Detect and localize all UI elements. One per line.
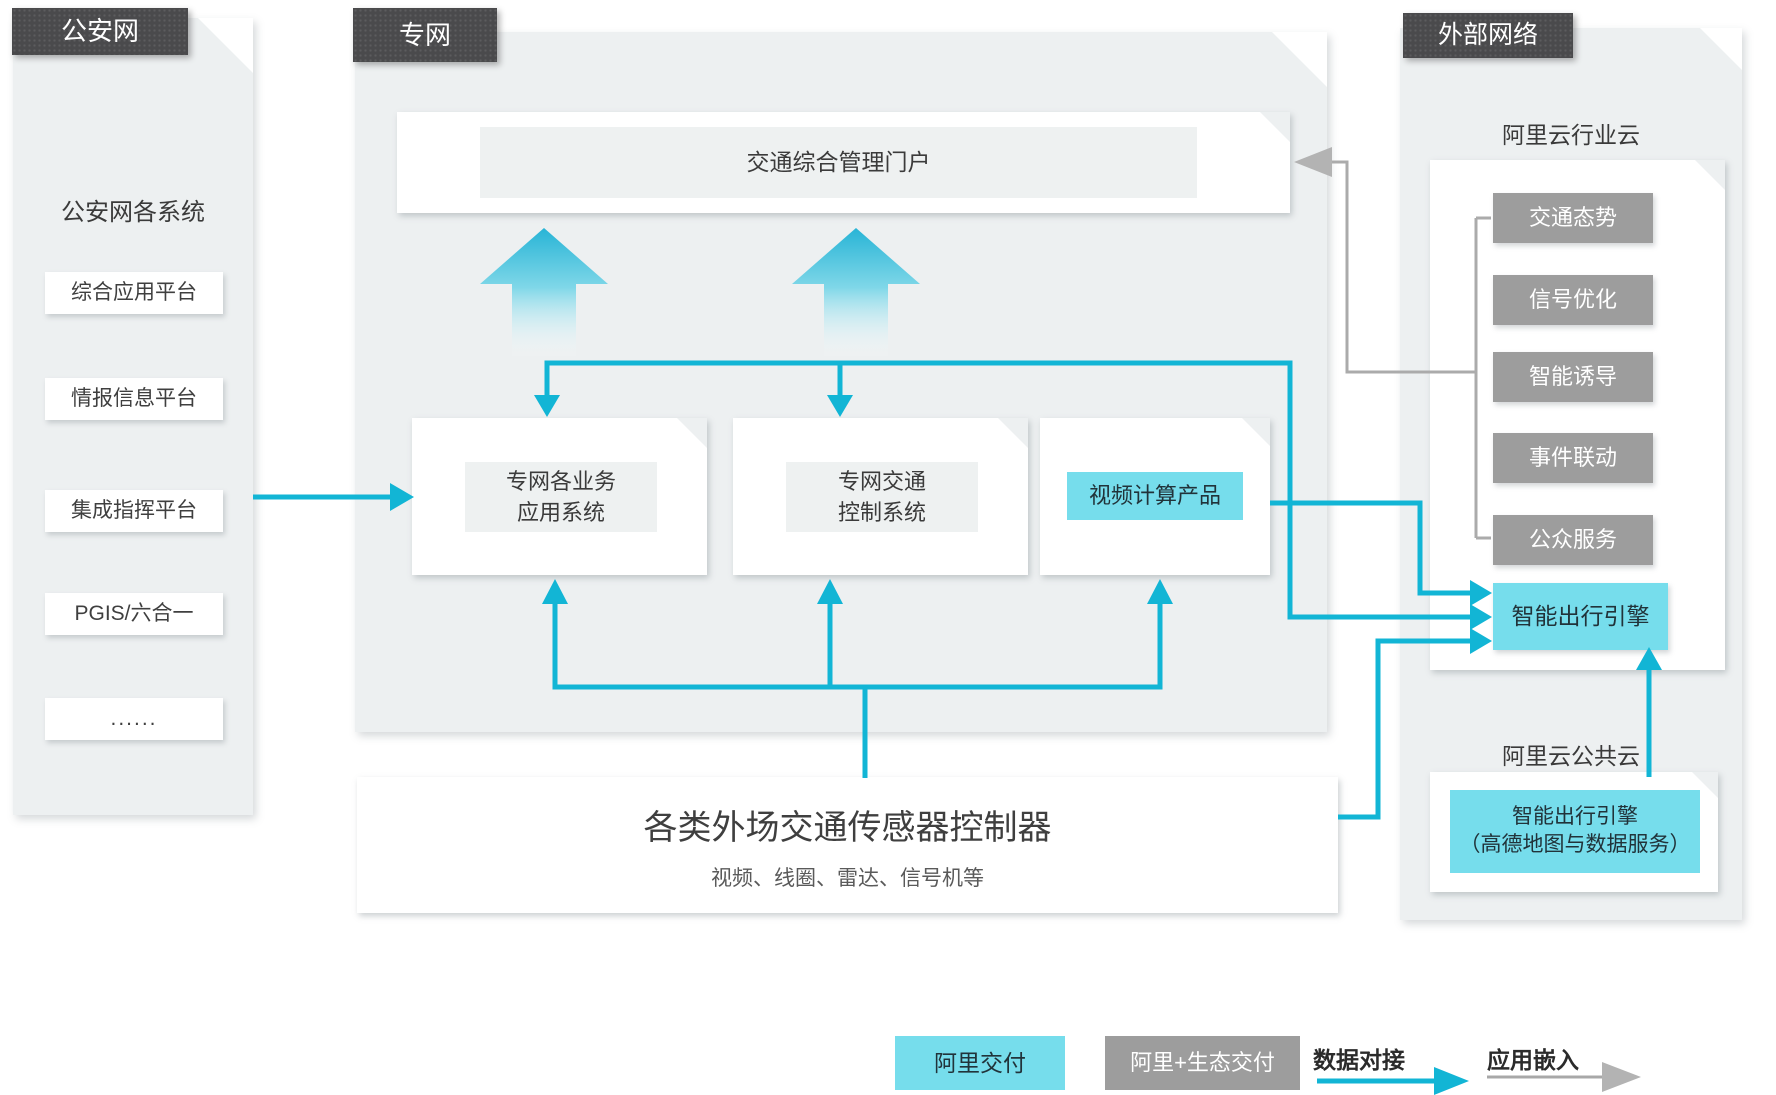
traffic-portal-label: 交通综合管理门户 bbox=[480, 127, 1197, 198]
police-item-integrated-command: 集成指挥平台 bbox=[45, 490, 223, 532]
video-computing-label: 视频计算产品 bbox=[1067, 472, 1243, 520]
tab-police-network: 公安网 bbox=[12, 8, 188, 55]
service-traffic-situation: 交通态势 bbox=[1493, 193, 1653, 243]
legend-app-embed-label: 应用嵌入 bbox=[1487, 1047, 1579, 1073]
gaode-engine-label: 智能出行引擎 （高德地图与数据服务） bbox=[1450, 790, 1700, 873]
legend-eco-delivery: 阿里+生态交付 bbox=[1105, 1036, 1300, 1090]
industry-cloud-label: 阿里云行业云 bbox=[1502, 122, 1640, 148]
private-business-systems-label: 专网各业务 应用系统 bbox=[465, 462, 657, 532]
field-sensors-card bbox=[357, 777, 1338, 913]
public-cloud-label: 阿里云公共云 bbox=[1502, 743, 1640, 769]
legend-data-link-label: 数据对接 bbox=[1313, 1047, 1405, 1073]
service-public-service: 公众服务 bbox=[1493, 515, 1653, 565]
police-systems-title: 公安网各系统 bbox=[61, 199, 205, 226]
police-item-intelligence-info: 情报信息平台 bbox=[45, 378, 223, 420]
service-signal-optimization: 信号优化 bbox=[1493, 275, 1653, 325]
tab-external-network: 外部网络 bbox=[1403, 13, 1573, 58]
tab-private-network: 专网 bbox=[353, 8, 497, 62]
legend-ali-delivery: 阿里交付 bbox=[895, 1036, 1065, 1090]
police-item-pgis: PGIS/六合一 bbox=[45, 593, 223, 635]
service-event-linkage: 事件联动 bbox=[1493, 433, 1653, 483]
field-sensors-subtitle: 视频、线圈、雷达、信号机等 bbox=[711, 867, 984, 890]
police-item-ellipsis: ...... bbox=[45, 698, 223, 740]
private-traffic-control-label: 专网交通 控制系统 bbox=[786, 462, 978, 532]
police-item-integrated-app: 综合应用平台 bbox=[45, 272, 223, 314]
smart-travel-engine-box: 智能出行引擎 bbox=[1493, 583, 1668, 650]
service-smart-guidance: 智能诱导 bbox=[1493, 352, 1653, 402]
field-sensors-title: 各类外场交通传感器控制器 bbox=[643, 809, 1052, 847]
